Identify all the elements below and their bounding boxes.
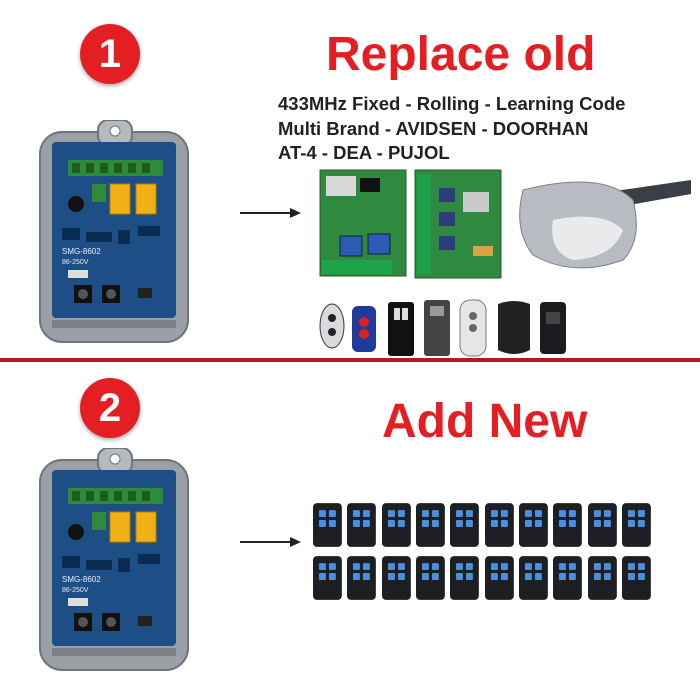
receiver-module-image: SMG-8602 86-250V bbox=[39, 120, 189, 343]
remote-control-icon bbox=[450, 503, 480, 547]
multi-relay-board-image bbox=[414, 169, 502, 279]
garage-door-opener-image bbox=[519, 180, 691, 269]
remote-control-icon bbox=[484, 556, 514, 600]
remote-control-icon bbox=[416, 556, 445, 600]
arrow-right-icon bbox=[290, 537, 301, 547]
arrow-line bbox=[240, 212, 290, 214]
remote-row bbox=[312, 502, 652, 548]
remote-row bbox=[312, 555, 652, 601]
remote-control-icon bbox=[347, 503, 377, 547]
remote-control-icon bbox=[622, 556, 651, 600]
compatible-remotes-image bbox=[319, 299, 566, 357]
remote-control-icon bbox=[381, 503, 411, 547]
remote-control-icon bbox=[622, 503, 651, 547]
remote-control-icon bbox=[519, 556, 548, 600]
remote-control-icon bbox=[484, 503, 514, 547]
remote-control-icon bbox=[587, 556, 617, 600]
svg-text:86-250V: 86-250V bbox=[62, 259, 89, 266]
info-line: AT-4 - DEA - PUJOL bbox=[278, 142, 450, 163]
remote-control-icon bbox=[347, 556, 377, 600]
remote-control-icon bbox=[450, 556, 480, 600]
info-line: 433MHz Fixed - Rolling - Learning Code bbox=[278, 93, 626, 114]
svg-text:SMG-8602: SMG-8602 bbox=[62, 247, 101, 256]
new-remotes-grid bbox=[312, 502, 652, 608]
remote-control-icon bbox=[416, 503, 445, 547]
section-divider bbox=[0, 358, 700, 362]
remote-control-icon bbox=[381, 556, 411, 600]
receiver-module-image: SMG-8602 86-250V bbox=[39, 448, 189, 671]
svg-text:SMG-8602: SMG-8602 bbox=[62, 575, 101, 584]
svg-text:86-250V: 86-250V bbox=[62, 587, 89, 594]
replace-old-heading: Replace old bbox=[326, 28, 596, 81]
remote-control-icon bbox=[519, 503, 548, 547]
step-1-badge: 1 bbox=[80, 24, 140, 84]
info-line: Multi Brand - AVIDSEN - DOORHAN bbox=[278, 117, 589, 139]
compatibility-info: 433MHz Fixed - Rolling - Learning Code M… bbox=[278, 92, 625, 166]
remote-control-icon bbox=[553, 503, 583, 547]
add-new-heading: Add New bbox=[382, 395, 588, 448]
remote-control-icon bbox=[312, 503, 342, 547]
step-2-badge: 2 bbox=[80, 378, 140, 438]
remote-control-icon bbox=[312, 556, 342, 600]
remote-control-icon bbox=[587, 503, 617, 547]
remote-control-icon bbox=[553, 556, 583, 600]
old-receiver-board-image bbox=[319, 169, 407, 277]
arrow-line bbox=[240, 541, 290, 543]
arrow-right-icon bbox=[290, 208, 301, 218]
